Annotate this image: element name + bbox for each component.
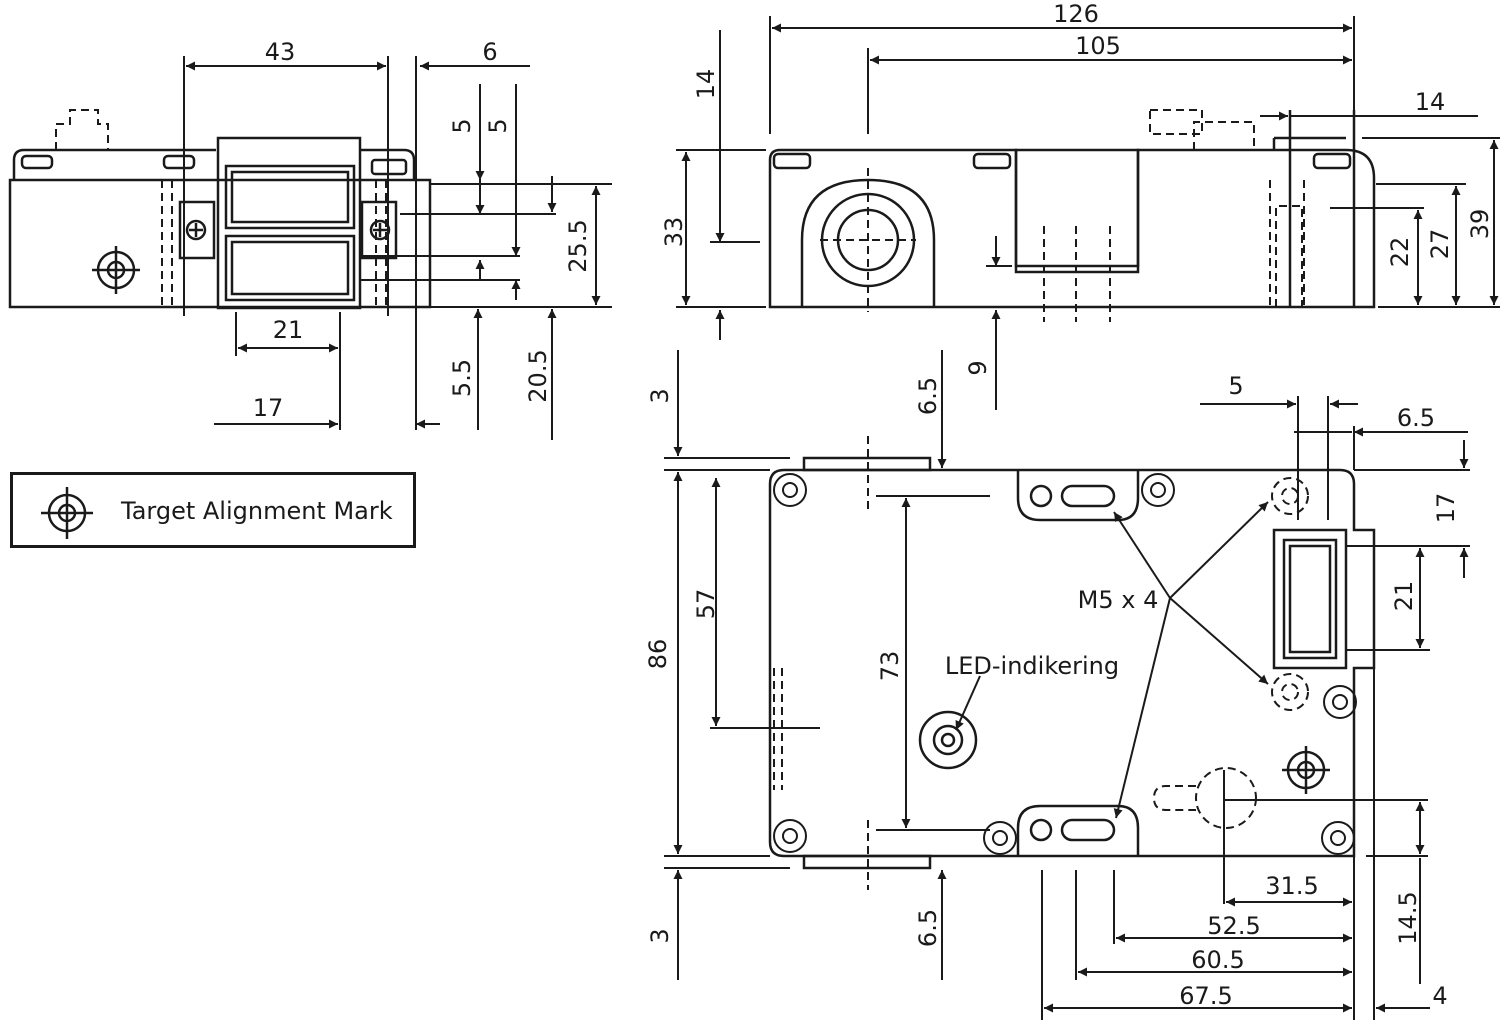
dim-3-top: 3 — [646, 388, 674, 403]
dim-6-5-right: 6.5 — [1397, 404, 1435, 432]
left-view-dimension-lines — [183, 56, 612, 440]
dim-39: 39 — [1466, 209, 1494, 240]
legend-label: Target Alignment Mark — [121, 497, 393, 525]
dim-73: 73 — [876, 651, 904, 682]
dim-25-5: 25.5 — [564, 219, 592, 272]
callout-mounting-holes: M5 x 4 — [1078, 586, 1159, 614]
dim-4: 4 — [1432, 982, 1447, 1010]
dim-86: 86 — [644, 639, 672, 670]
dim-9: 9 — [964, 360, 992, 375]
target-alignment-mark-icon — [41, 487, 93, 539]
plan-view-dimension-lines — [664, 350, 1470, 1020]
callout-led: LED-indikering — [945, 652, 1119, 680]
plan-view — [768, 456, 1376, 870]
dim-27: 27 — [1426, 229, 1454, 260]
dim-31-5: 31.5 — [1265, 872, 1318, 900]
dim-6-5-top: 6.5 — [914, 377, 942, 415]
legend: Target Alignment Mark — [10, 472, 416, 548]
dim-60-5: 60.5 — [1191, 946, 1244, 974]
dim-14-5: 14.5 — [1394, 891, 1422, 944]
dim-14-left: 14 — [692, 69, 720, 100]
dim-22: 22 — [1386, 237, 1414, 268]
dim-5-b: 5 — [484, 118, 512, 133]
dim-6-5-bottom: 6.5 — [914, 909, 942, 947]
dim-21-right: 21 — [1390, 581, 1418, 612]
dim-33: 33 — [660, 217, 688, 248]
dim-5-5: 5.5 — [448, 359, 476, 397]
dim-17-right: 17 — [1432, 493, 1460, 524]
dim-43: 43 — [265, 38, 296, 66]
dim-105: 105 — [1075, 32, 1121, 60]
dim-20-5: 20.5 — [524, 349, 552, 402]
dim-17-left: 17 — [253, 394, 284, 422]
dim-126: 126 — [1053, 0, 1099, 28]
callout-leaders — [955, 501, 1269, 819]
dim-21-left: 21 — [273, 316, 304, 344]
dimension-labels: 43 6 5 5 25.5 21 17 5.5 20.5 126 105 14 … — [253, 0, 1494, 1010]
front-view — [768, 109, 1376, 322]
left-side-view — [8, 109, 432, 310]
mounting-screws — [773, 473, 1357, 855]
dim-5-a: 5 — [448, 118, 476, 133]
dim-14-right: 14 — [1415, 88, 1446, 116]
dim-67-5: 67.5 — [1179, 982, 1232, 1010]
dim-3-bottom: 3 — [646, 928, 674, 943]
front-view-dimension-lines — [676, 16, 1500, 410]
dim-57: 57 — [692, 589, 720, 620]
dim-6-top: 6 — [482, 38, 497, 66]
dim-5-right: 5 — [1228, 372, 1243, 400]
dim-52-5: 52.5 — [1207, 912, 1260, 940]
